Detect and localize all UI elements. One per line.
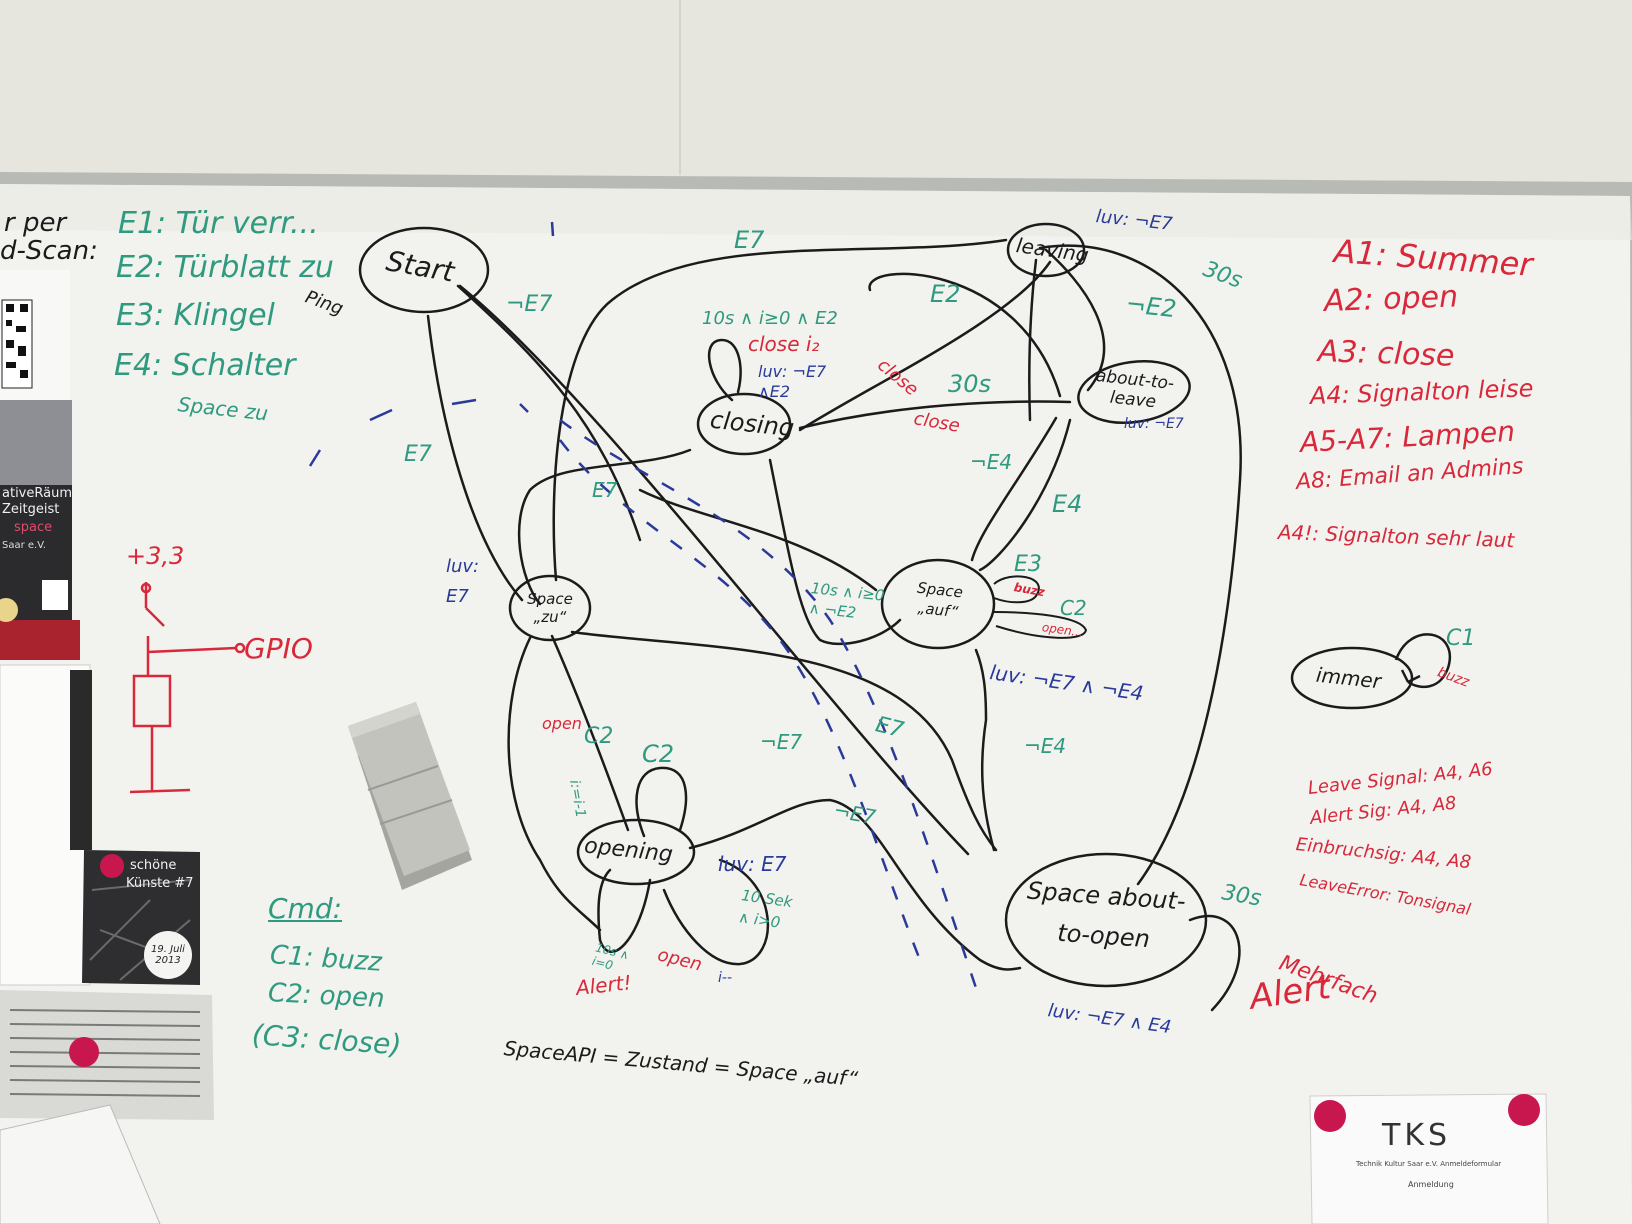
input-e1: E1: Tür verr... (118, 206, 319, 241)
input-e4: E4: Schalter (114, 348, 296, 383)
qr-code-poster (42, 580, 68, 610)
label-not-e7-low: ¬E7 (760, 730, 803, 754)
space-auf-label: Space „auf“ (916, 578, 964, 622)
label-luv-e7: luv: E7 (446, 556, 480, 607)
leaving-state (1006, 222, 1086, 278)
tks-magnet-left (1314, 1100, 1346, 1132)
poster-photo (0, 620, 80, 660)
tks-card-line-2: Anmeldung (1408, 1180, 1454, 1189)
poster-line-2: Zeitgeist (2, 502, 60, 517)
opening-state (576, 818, 696, 886)
output-a3: A3: close (1317, 334, 1456, 374)
label-closing-cond: 10s ∧ i≥0 ∧ E2 (702, 308, 838, 329)
label-not-e4-b: ¬E4 (1024, 734, 1067, 758)
label-luv-not-e7-e2: luv: ¬E7 ∧E2 (758, 362, 827, 401)
tks-magnet-right (1508, 1094, 1540, 1126)
label-e3: E3 (1014, 552, 1042, 577)
flyer-date: 19. Juli 2013 (151, 944, 185, 966)
label-e7-left: E7 (404, 442, 432, 467)
output-a2: A2: open (1323, 279, 1459, 319)
label-e2-top: E2 (930, 280, 961, 308)
label-e4: E4 (1052, 490, 1083, 518)
flyer-text-lines (9, 1009, 201, 1097)
closing-state (696, 392, 792, 456)
qr-pattern-left (6, 304, 28, 378)
label-not-e2: ¬E2 (1124, 290, 1178, 324)
poster-line-1: ativeRäume (2, 486, 80, 501)
label-c2-a: C2 (1060, 596, 1087, 620)
tks-logo: TKS (1382, 1118, 1452, 1153)
stray-dashes (308, 221, 555, 467)
label-c1: C1 (1446, 626, 1476, 651)
poster-line-3: space (14, 520, 53, 535)
flyer-line-1: schöne (130, 858, 177, 873)
input-e3: E3: Klingel (116, 298, 275, 333)
board-glare (0, 184, 1632, 240)
label-open-b: open (542, 714, 582, 733)
space-zu-state (508, 574, 592, 642)
immer-state (1290, 633, 1452, 710)
flyer-line-2: Künste #7 (126, 876, 194, 891)
start-state (358, 226, 490, 314)
left-edge-text-2: d-Scan: (0, 236, 98, 266)
poster-line-4: Saar e.V. (2, 540, 46, 551)
bottom-left-magnet (69, 1037, 99, 1067)
input-e2: E2: Türblatt zu (116, 250, 334, 285)
circuit-voltage: +3,3 (126, 542, 185, 570)
state-ellipses (358, 222, 1208, 988)
diagram-dashed-edges (559, 418, 982, 1001)
space-zu-label: Space „zu“ (527, 590, 573, 626)
label-luv-e7-b: luv: E7 (718, 852, 787, 876)
space-auf-state (880, 558, 996, 650)
label-not-e4-a: ¬E4 (970, 450, 1013, 474)
label-c2-c: C2 (642, 740, 675, 768)
flyer-date-circle (144, 931, 192, 979)
label-c2-b: C2 (584, 724, 614, 749)
label-10s-cond: 10s ∧ i≥0 ∧ ¬E2 (808, 579, 886, 622)
curled-paper (0, 1104, 161, 1224)
label-not-e7: ¬E7 (506, 292, 553, 317)
tks-card (1309, 1093, 1549, 1224)
label-e7-top: E7 (734, 226, 765, 254)
label-close-i: close i₂ (748, 332, 820, 356)
poster-image (0, 400, 72, 485)
space-about-to-open-state (1004, 852, 1208, 988)
label-e7-mid: E7 (592, 478, 618, 502)
about-to-leave-state (1077, 360, 1191, 424)
space-about-to-open-label: Space about-to-open (1026, 876, 1187, 954)
command-c2: C2: open (267, 978, 386, 1015)
commands-title: Cmd: (268, 892, 343, 925)
label-luv-not-e7-mid: luv: ¬E7 (1124, 416, 1184, 432)
label-10s-i-gt-0: 10 Sek ∧ i>0 (737, 886, 794, 932)
board-surface (0, 184, 1632, 1224)
circuit-sketch (129, 582, 246, 794)
label-30s-mid: 30s (948, 370, 992, 398)
label-i-dec-b: i-- (718, 970, 732, 986)
space-auf-loops (993, 575, 1088, 639)
left-edge-text-1: r per (4, 208, 67, 238)
board-eraser (348, 702, 472, 890)
yellow-magnet (0, 598, 18, 622)
flyer-map (89, 879, 191, 981)
bottom-left-flyer (0, 990, 214, 1120)
flyer-magnet (100, 854, 124, 878)
circuit-gpio: GPIO (244, 632, 313, 665)
tks-card-line-1: Technik Kultur Saar e.V. Anmeldeformular (1356, 1160, 1502, 1168)
dark-strip (70, 670, 92, 850)
